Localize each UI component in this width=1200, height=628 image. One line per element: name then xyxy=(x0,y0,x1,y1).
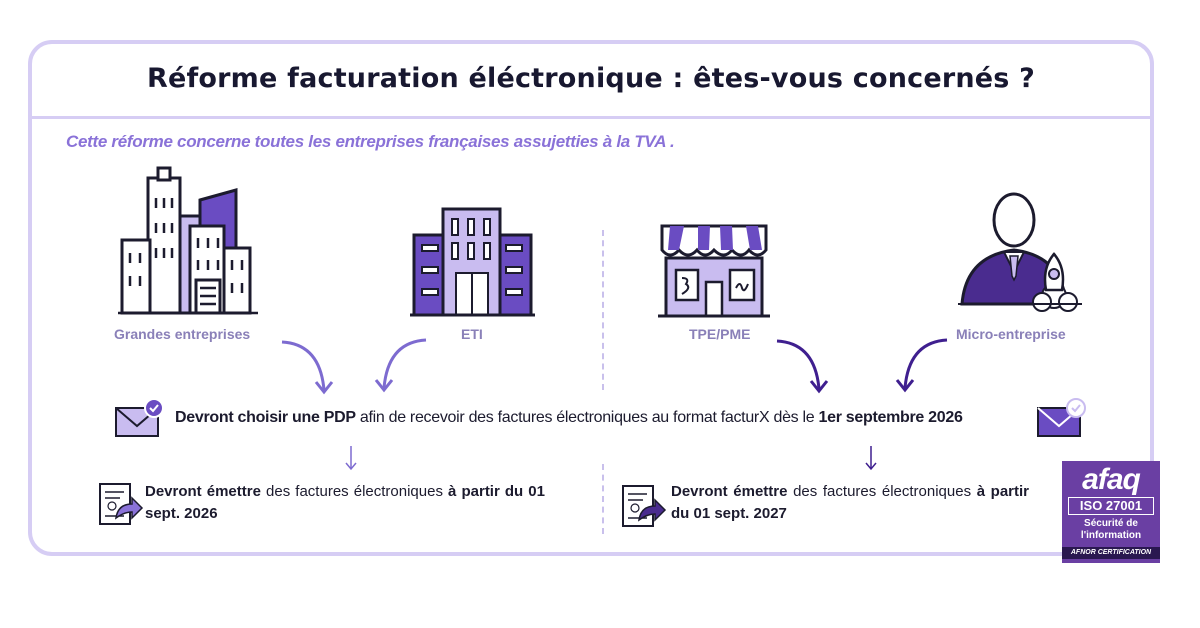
vertical-divider-lower xyxy=(602,464,604,534)
skyscrapers-icon xyxy=(118,166,258,315)
page-title: Réforme facturation éléctronique : êtes-… xyxy=(146,63,1036,94)
main-message: Devront choisir une PDP afin de recevoir… xyxy=(175,409,963,427)
afaq-iso: ISO 27001 xyxy=(1068,497,1154,515)
afaq-line2: l'information xyxy=(1080,530,1142,541)
afaq-certification-badge: afaq ISO 27001 Sécurité de l'information… xyxy=(1062,461,1160,563)
label-eti: ETI xyxy=(461,326,483,342)
afaq-line1: Sécurité de xyxy=(1084,518,1138,529)
main-message-text: afin de recevoir des factures électroniq… xyxy=(355,409,819,426)
office-building-icon xyxy=(410,207,535,317)
left-emit-date: à partir du 01 sept. 2026 xyxy=(145,483,545,522)
main-message-bold: Devront choisir une PDP xyxy=(175,409,356,426)
left-emit-text: Devront émettre des factures électroniqu… xyxy=(145,481,545,525)
down-arrow-left xyxy=(345,446,357,471)
afaq-footer: AFNOR CERTIFICATION xyxy=(1062,547,1160,559)
entrepreneur-icon xyxy=(958,192,1082,312)
label-tpe-pme: TPE/PME xyxy=(689,326,751,342)
left-emit-mid: des factures électroniques xyxy=(260,483,449,500)
document-send-icon-right xyxy=(622,485,667,527)
title-bar: Réforme facturation éléctronique : êtes-… xyxy=(32,44,1150,119)
label-grandes-entreprises: Grandes entreprises xyxy=(114,326,251,342)
envelope-check-icon-right xyxy=(1037,398,1086,437)
main-message-date: 1er septembre 2026 xyxy=(818,409,963,426)
label-micro-entreprise: Micro-entreprise xyxy=(956,326,1066,342)
shop-icon xyxy=(658,224,770,318)
right-emit-bold: Devront émettre xyxy=(671,483,788,500)
vertical-divider xyxy=(602,230,604,390)
left-emit-bold: Devront émettre xyxy=(145,483,261,500)
right-emit-date: à partir du 01 sept. 2027 xyxy=(671,483,1029,522)
arrow-tpe-pme xyxy=(776,339,829,394)
afaq-logo: afaq xyxy=(1082,463,1141,496)
arrow-grandes-entreprises xyxy=(281,340,334,395)
subtitle: Cette réforme concerne toutes les entrep… xyxy=(66,132,675,151)
right-emit-text: Devront émettre des factures électroniqu… xyxy=(671,481,1029,525)
arrow-micro-entreprise xyxy=(895,338,948,393)
arrow-eti xyxy=(374,338,427,393)
down-arrow-right xyxy=(865,446,877,471)
right-emit-mid: des factures électroniques xyxy=(787,483,977,500)
document-send-icon xyxy=(99,483,144,525)
envelope-check-icon xyxy=(115,398,164,437)
